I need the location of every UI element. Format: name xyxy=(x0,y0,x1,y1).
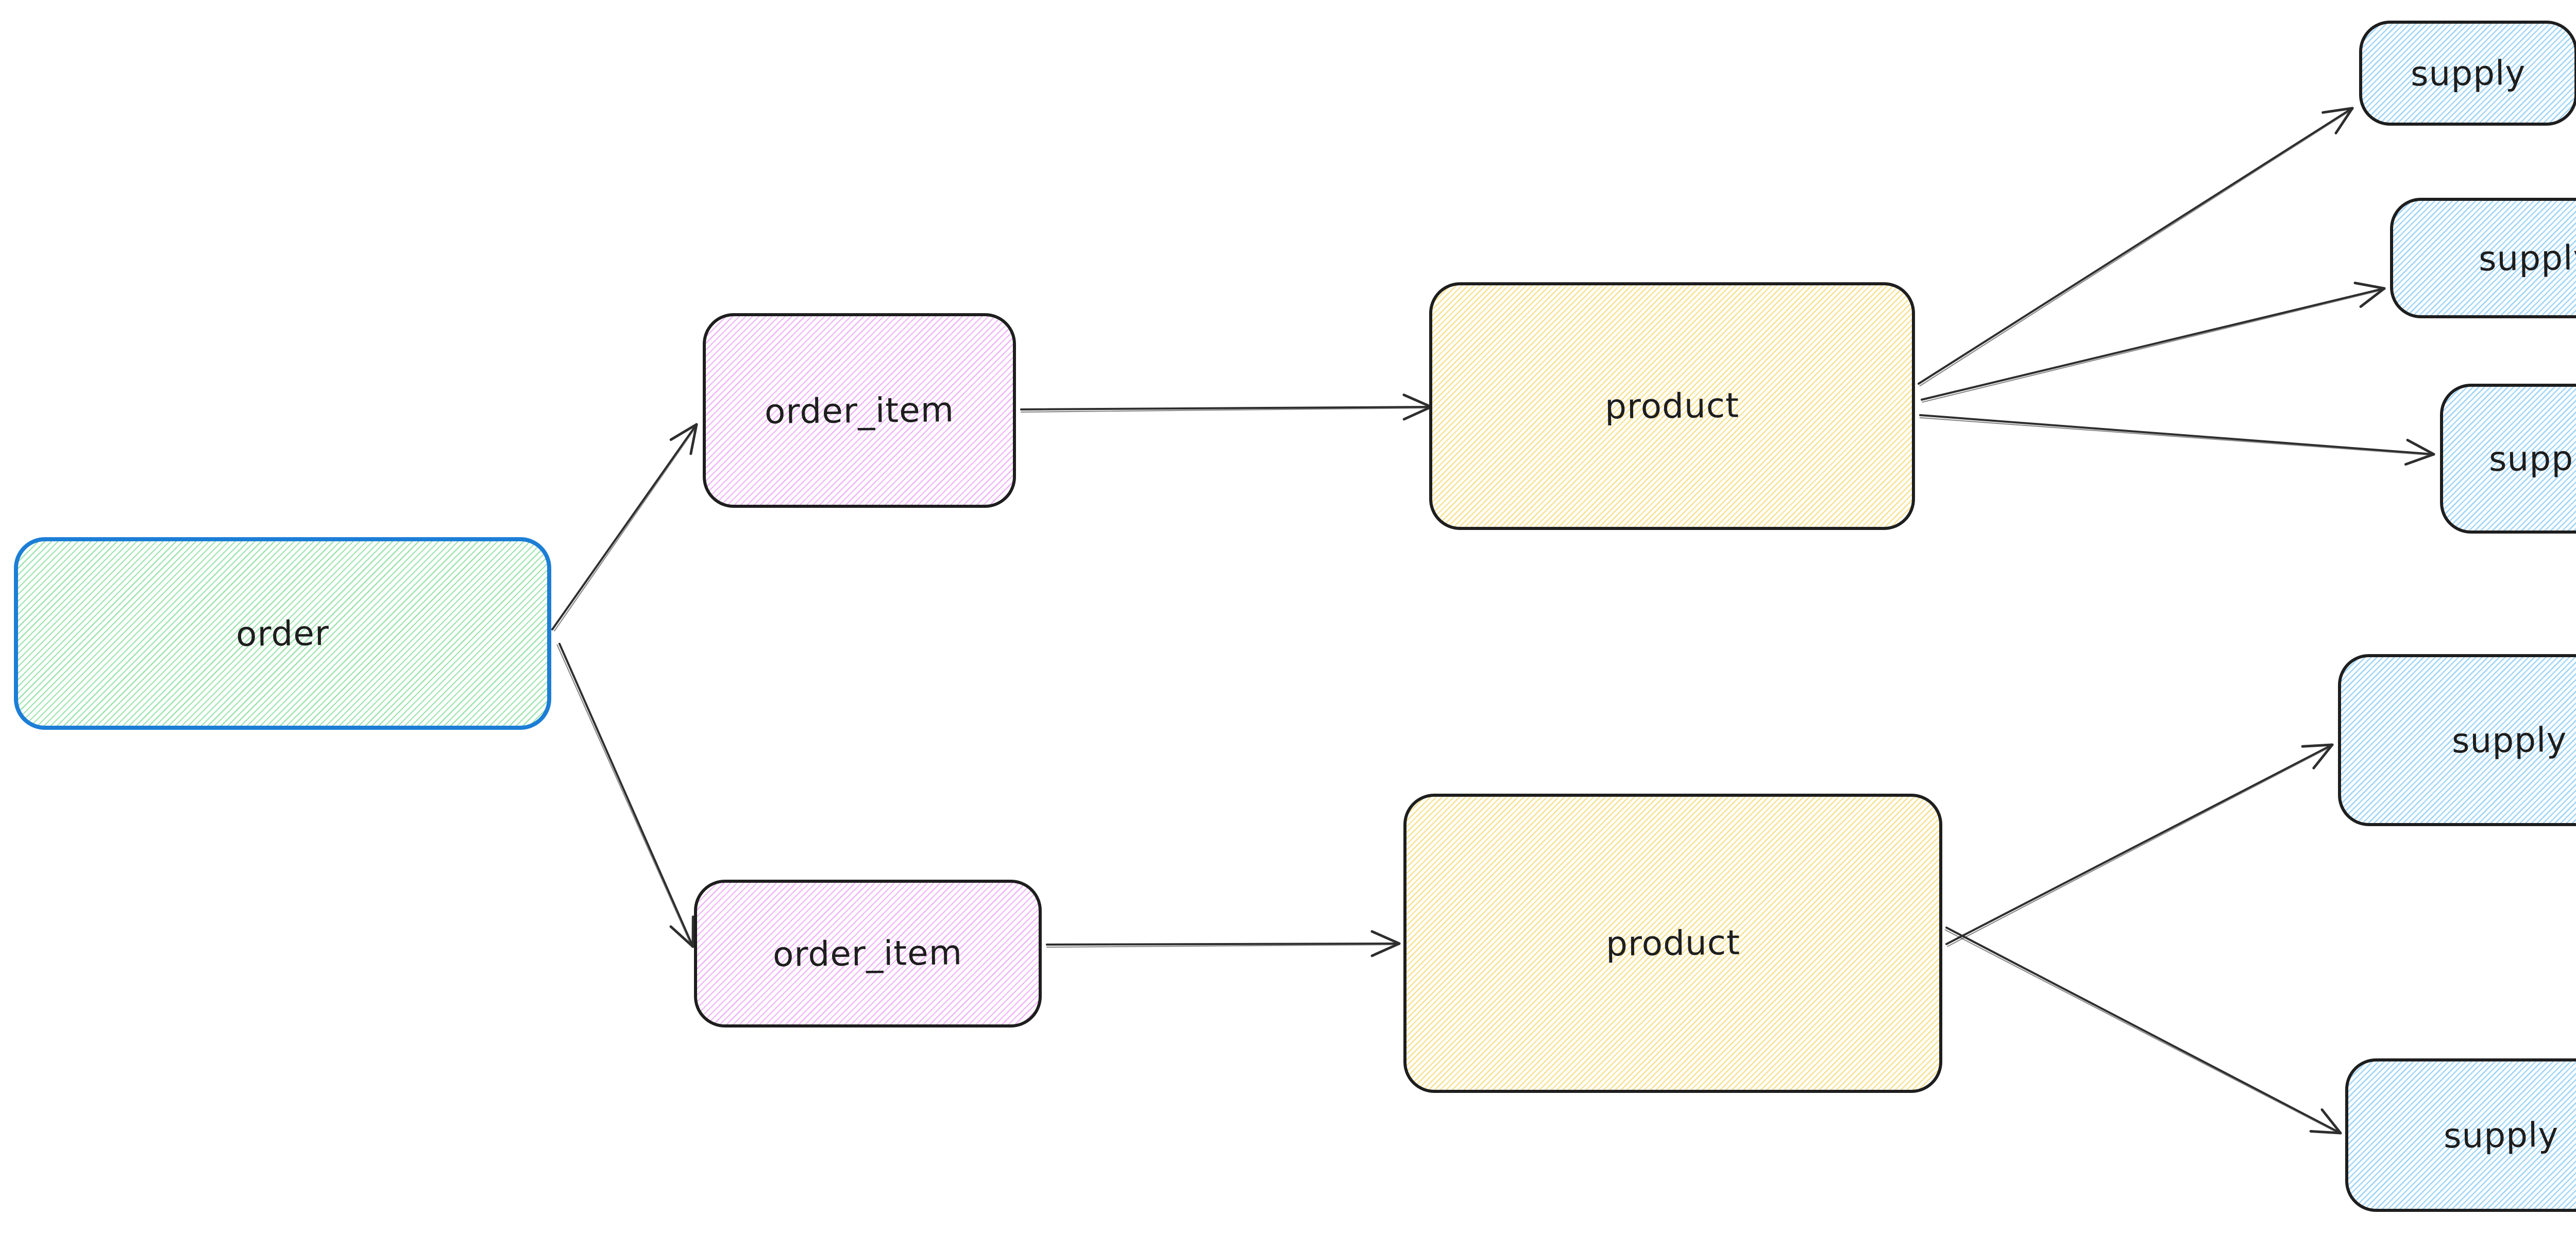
node-label: supply xyxy=(2443,1115,2559,1156)
node-label: supply xyxy=(2451,720,2568,761)
node-product-bottom[interactable]: product xyxy=(1403,794,1942,1093)
node-supply-2[interactable]: supply xyxy=(2390,198,2576,318)
node-product-top[interactable]: product xyxy=(1429,282,1915,530)
node-label: supply xyxy=(2478,237,2576,279)
node-supply-3[interactable]: supply xyxy=(2440,384,2576,534)
node-label: order_item xyxy=(773,933,963,974)
arrow-order-item-top-to-product-top[interactable] xyxy=(1020,393,1433,421)
arrow-product-bottom-to-supply-4[interactable] xyxy=(1945,743,2334,947)
arrow-order-to-order-item-bottom[interactable] xyxy=(556,643,694,948)
node-label: supply xyxy=(2488,438,2576,480)
node-label: product xyxy=(1604,385,1740,427)
arrow-order-to-order-item-top[interactable] xyxy=(551,423,698,631)
node-label: supply xyxy=(2410,53,2527,94)
node-label: order_item xyxy=(764,389,955,432)
node-supply-1[interactable]: supply xyxy=(2359,21,2576,126)
node-supply-5[interactable]: supply xyxy=(2345,1058,2576,1212)
node-order[interactable]: order xyxy=(14,537,551,730)
arrow-product-top-to-supply-3[interactable] xyxy=(1919,414,2435,466)
node-label: order xyxy=(235,613,330,654)
arrow-product-bottom-to-supply-5[interactable] xyxy=(1944,927,2342,1135)
node-order-item-bottom[interactable]: order_item xyxy=(694,880,1042,1028)
node-label: product xyxy=(1605,922,1740,964)
arrow-product-top-to-supply-2[interactable] xyxy=(1921,281,2386,403)
node-order-item-top[interactable]: order_item xyxy=(703,313,1016,508)
arrow-product-top-to-supply-1[interactable] xyxy=(1918,107,2354,387)
node-supply-4[interactable]: supply xyxy=(2338,654,2576,826)
arrow-order-item-bottom-to-product-bottom[interactable] xyxy=(1046,930,1401,957)
